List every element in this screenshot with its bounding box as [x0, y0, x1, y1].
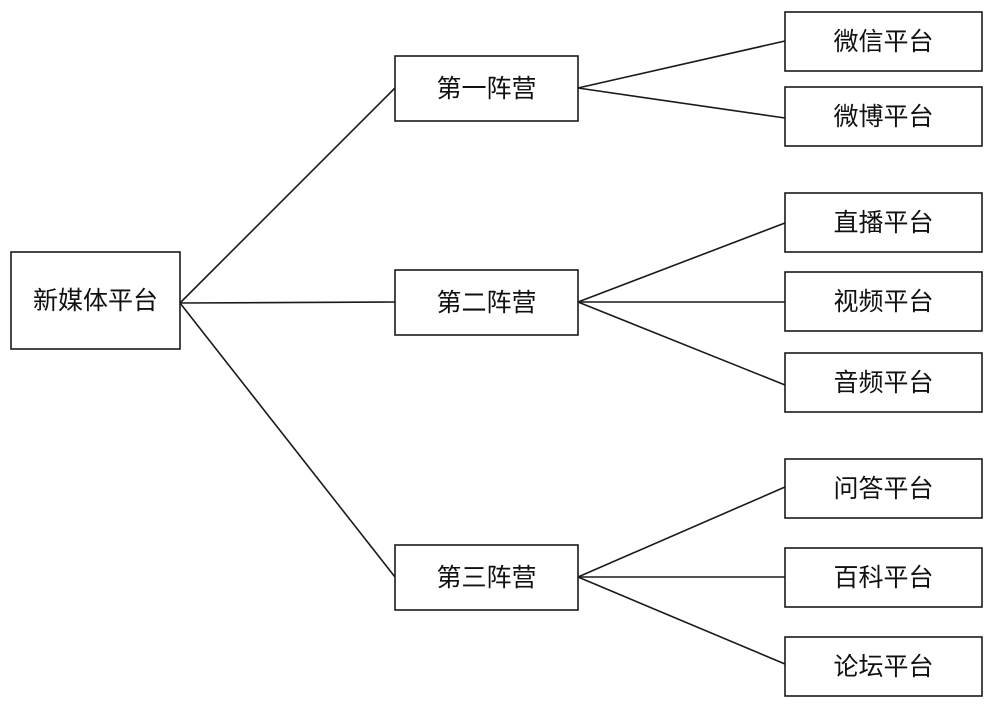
platform-label: 音频平台 [833, 368, 933, 397]
platform-node-weibo: 微博平台 [784, 86, 983, 147]
edge-camp-1-to-platform-1 [577, 40, 786, 89]
platform-node-wechat: 微信平台 [784, 11, 983, 72]
camp-label-1: 第一阵营 [436, 74, 536, 103]
edge-root-to-camp-1 [179, 87, 396, 304]
root-label: 新媒体平台 [33, 286, 158, 315]
edge-camp-3-to-platform-3 [577, 576, 786, 665]
platform-node-qa: 问答平台 [784, 458, 983, 519]
platform-label: 微博平台 [833, 102, 933, 131]
platform-label: 视频平台 [833, 287, 933, 316]
platform-label: 论坛平台 [833, 652, 933, 681]
edge-camp-2-to-platform-1 [577, 222, 786, 303]
camp-node-1: 第一阵营 [394, 55, 579, 122]
camp-node-3: 第三阵营 [394, 544, 579, 611]
edge-root-to-camp-2 [179, 301, 396, 304]
platform-node-live: 直播平台 [784, 192, 983, 253]
edge-camp-1-to-platform-2 [577, 87, 786, 119]
edge-root-to-camp-3 [179, 302, 396, 578]
camp-node-2: 第二阵营 [394, 269, 579, 336]
edge-camp-2-to-platform-3 [577, 301, 786, 386]
connector-lines [179, 40, 786, 665]
platform-node-video: 视频平台 [784, 271, 983, 332]
platform-label: 百科平台 [833, 563, 933, 592]
edge-camp-3-to-platform-1 [577, 486, 786, 578]
platform-node-encyclopedia: 百科平台 [784, 547, 983, 608]
platform-node-audio: 音频平台 [784, 352, 983, 413]
root-node: 新媒体平台 [10, 251, 181, 350]
platform-label: 直播平台 [833, 208, 933, 237]
platform-label: 问答平台 [833, 474, 933, 503]
camp-label-3: 第三阵营 [436, 563, 536, 592]
platform-node-forum: 论坛平台 [784, 636, 983, 697]
camp-label-2: 第二阵营 [436, 288, 536, 317]
platform-label: 微信平台 [833, 27, 933, 56]
